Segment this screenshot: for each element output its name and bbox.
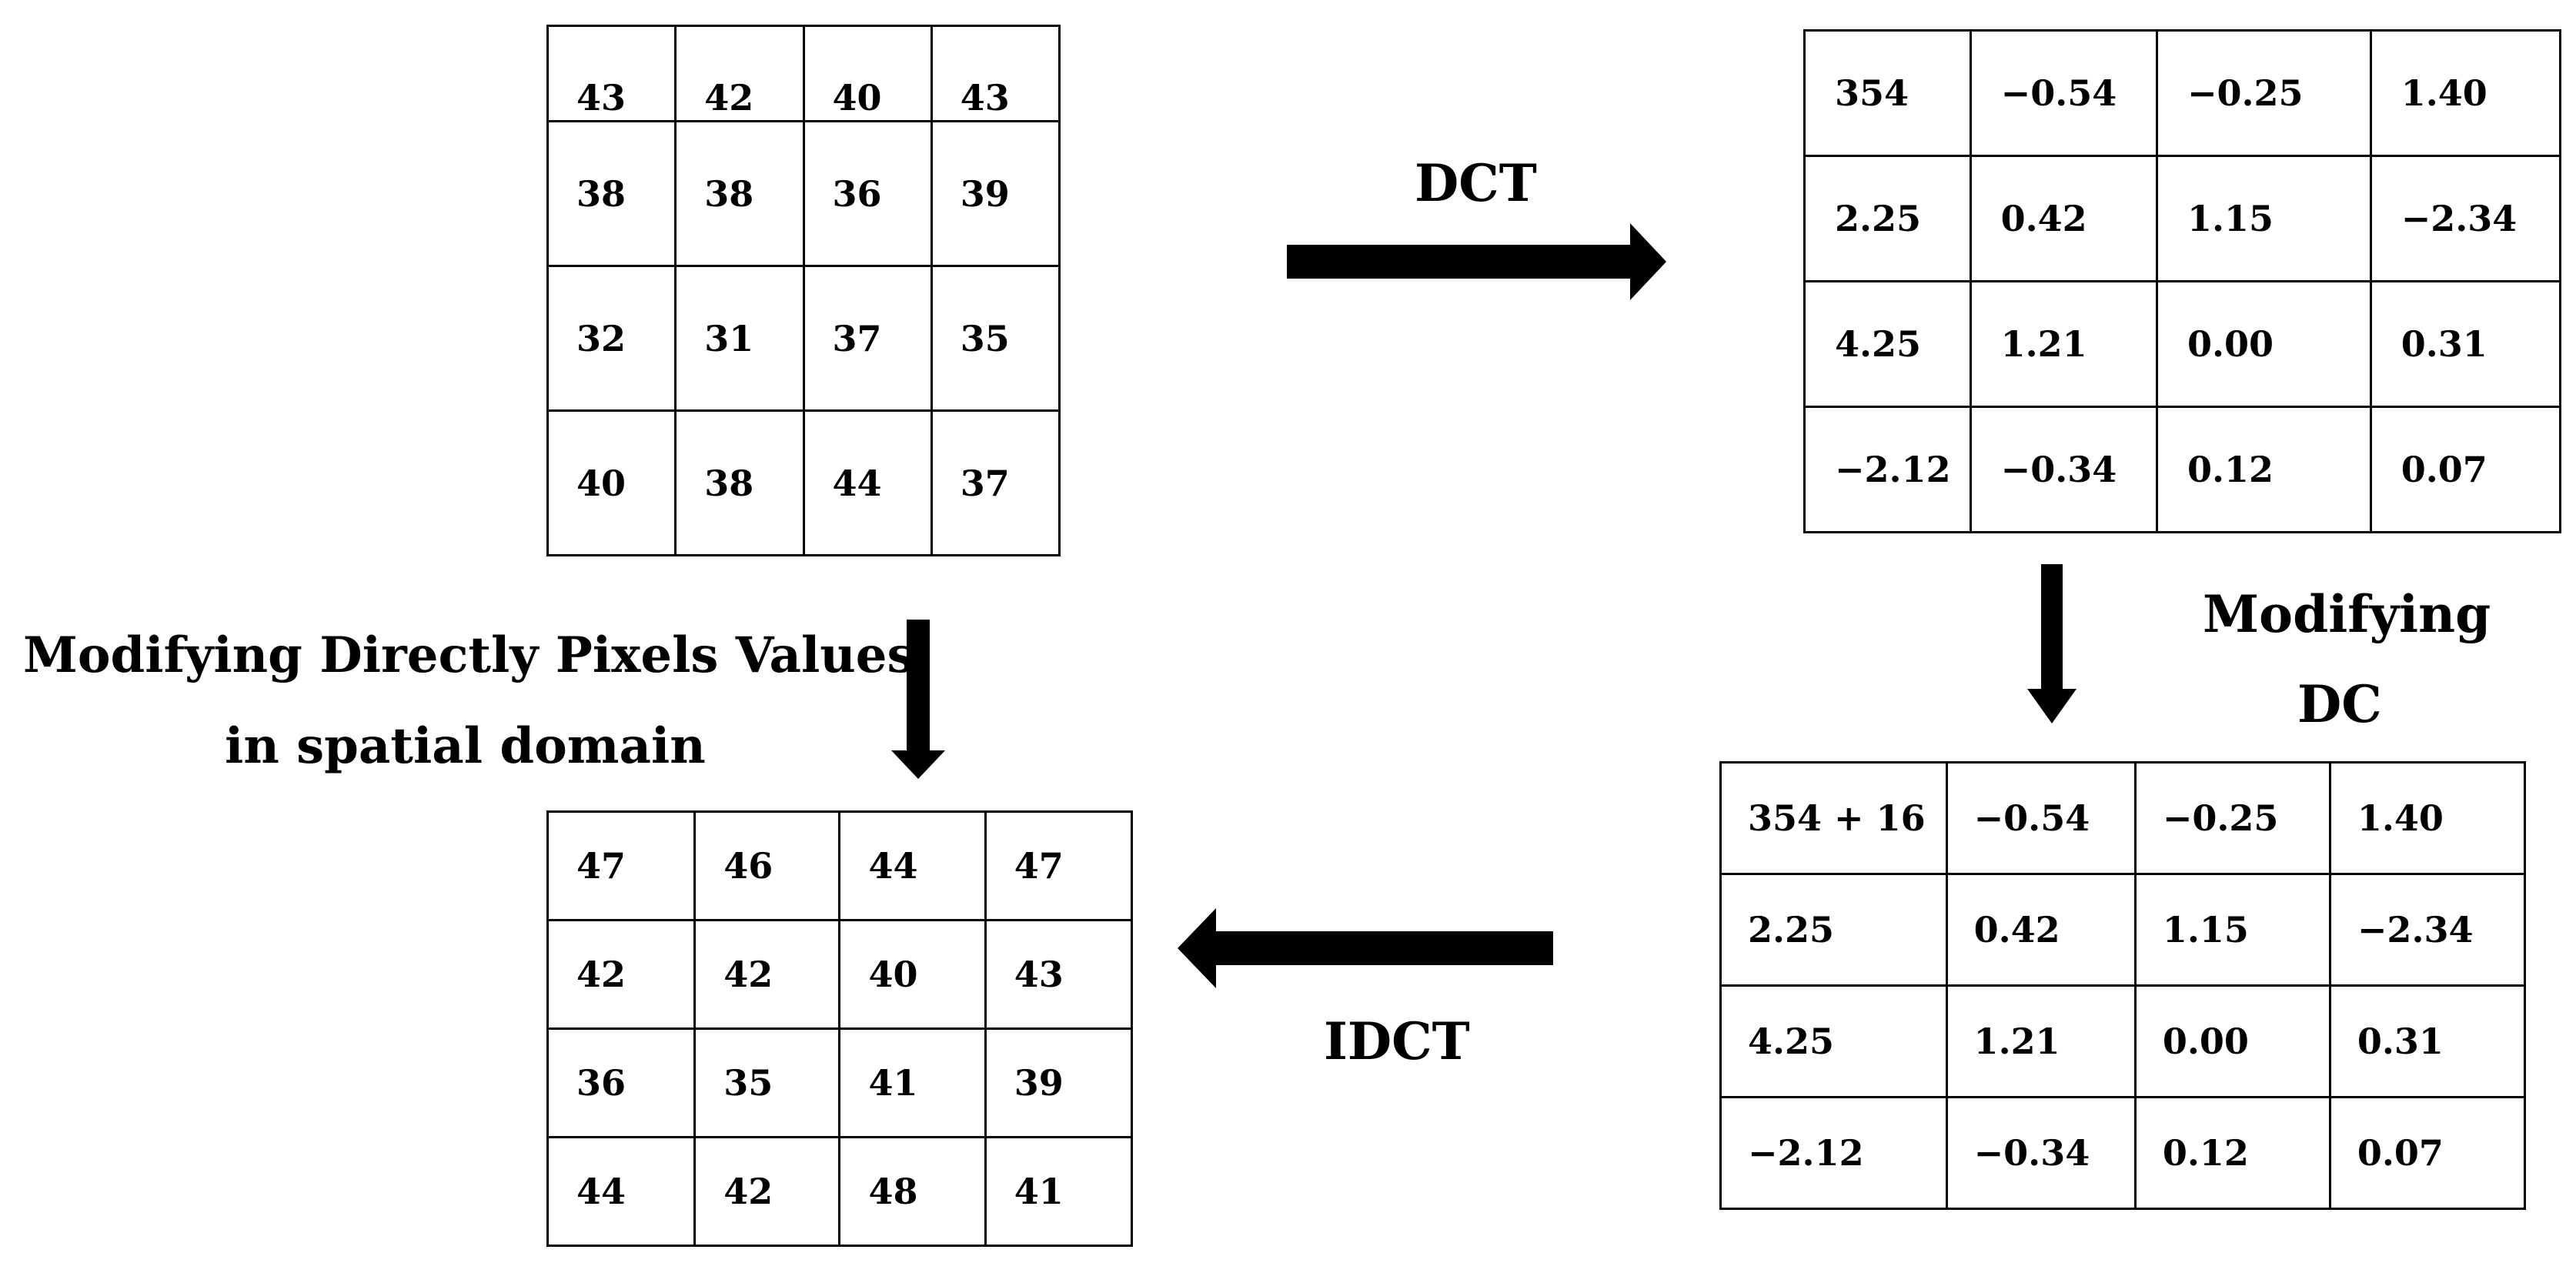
matrix-cell: −2.34 bbox=[2369, 155, 2562, 282]
matrix-cell: 44 bbox=[838, 810, 987, 921]
matrix-cell: −0.34 bbox=[1969, 406, 2158, 533]
matrix-cell: 36 bbox=[802, 120, 933, 267]
matrix-row: 38 38 36 39 bbox=[546, 120, 1061, 267]
matrix-row: 354 + 16 −0.54 −0.25 1.40 bbox=[1719, 761, 2527, 875]
matrix-row: 2.25 0.42 1.15 −2.34 bbox=[1719, 873, 2527, 987]
matrix-cell: 40 bbox=[838, 919, 987, 1030]
matrix-cell: 38 bbox=[674, 409, 805, 556]
matrix-cell: 4.25 bbox=[1719, 984, 1948, 1098]
matrix-cell: −0.25 bbox=[2133, 761, 2331, 875]
matrix-cell: 43 bbox=[546, 25, 677, 122]
matrix-row: 4.25 1.21 0.00 0.31 bbox=[1803, 280, 2562, 408]
matrix-cell: 1.15 bbox=[2155, 155, 2372, 282]
matrix-cell: 1.40 bbox=[2328, 761, 2527, 875]
dct-label: DCT bbox=[1415, 153, 1537, 213]
matrix-cell: 40 bbox=[546, 409, 677, 556]
matrix-cell: 0.31 bbox=[2328, 984, 2527, 1098]
matrix-cell: 0.07 bbox=[2328, 1096, 2527, 1210]
matrix-cell: 41 bbox=[838, 1027, 987, 1138]
matrix-row: 43 42 40 43 bbox=[546, 25, 1061, 122]
spatial-label-line2: in spatial domain bbox=[225, 717, 706, 775]
matrix-cell: 44 bbox=[802, 409, 933, 556]
matrix-cell: 44 bbox=[546, 1136, 697, 1247]
matrix-cell: 2.25 bbox=[1719, 873, 1948, 987]
matrix-cell: 40 bbox=[802, 25, 933, 122]
matrix-cell: 354 + 16 bbox=[1719, 761, 1948, 875]
matrix-cell: 39 bbox=[930, 120, 1061, 267]
matrix-cell: −0.34 bbox=[1945, 1096, 2137, 1210]
matrix-cell: 1.15 bbox=[2133, 873, 2331, 987]
modifying-dc-label-line2: DC bbox=[2297, 674, 2382, 734]
modified-dc-block: 354 + 16 −0.54 −0.25 1.40 2.25 0.42 1.15… bbox=[1719, 761, 2527, 1210]
matrix-cell: −2.12 bbox=[1803, 406, 1972, 533]
matrix-cell: 1.21 bbox=[1969, 280, 2158, 408]
idct-label: IDCT bbox=[1324, 1011, 1470, 1071]
matrix-row: 40 38 44 37 bbox=[546, 409, 1061, 556]
matrix-cell: 4.25 bbox=[1803, 280, 1972, 408]
matrix-cell: 42 bbox=[674, 25, 805, 122]
matrix-cell: 0.31 bbox=[2369, 280, 2562, 408]
matrix-cell: 37 bbox=[802, 265, 933, 412]
matrix-row: 42 42 40 43 bbox=[546, 919, 1134, 1030]
matrix-cell: 0.42 bbox=[1969, 155, 2158, 282]
matrix-cell: 0.07 bbox=[2369, 406, 2562, 533]
original-pixel-block: 43 42 40 43 38 38 36 39 32 31 37 35 40 3… bbox=[546, 25, 1061, 556]
spatial-label-line1: Modifying Directly Pixels Values bbox=[23, 626, 915, 684]
matrix-cell: 354 bbox=[1803, 29, 1972, 157]
matrix-row: 4.25 1.21 0.00 0.31 bbox=[1719, 984, 2527, 1098]
matrix-row: 47 46 44 47 bbox=[546, 810, 1134, 921]
matrix-cell: 37 bbox=[930, 409, 1061, 556]
dct-arrow-icon bbox=[1287, 223, 1666, 300]
matrix-cell: 38 bbox=[674, 120, 805, 267]
matrix-cell: 0.12 bbox=[2155, 406, 2372, 533]
matrix-cell: 41 bbox=[984, 1136, 1134, 1247]
matrix-cell: −0.54 bbox=[1945, 761, 2137, 875]
matrix-cell: 0.00 bbox=[2133, 984, 2331, 1098]
idct-arrow-icon bbox=[1178, 908, 1553, 988]
matrix-cell: 43 bbox=[930, 25, 1061, 122]
matrix-cell: 31 bbox=[674, 265, 805, 412]
matrix-cell: 47 bbox=[984, 810, 1134, 921]
matrix-cell: 35 bbox=[930, 265, 1061, 412]
matrix-row: −2.12 −0.34 0.12 0.07 bbox=[1803, 406, 2562, 533]
matrix-cell: −2.12 bbox=[1719, 1096, 1948, 1210]
matrix-row: −2.12 −0.34 0.12 0.07 bbox=[1719, 1096, 2527, 1210]
matrix-row: 32 31 37 35 bbox=[546, 265, 1061, 412]
result-pixel-block: 47 46 44 47 42 42 40 43 36 35 41 39 44 4… bbox=[546, 810, 1134, 1247]
matrix-cell: 0.42 bbox=[1945, 873, 2137, 987]
matrix-cell: 32 bbox=[546, 265, 677, 412]
modify-dc-arrow-icon bbox=[2027, 564, 2077, 723]
matrix-cell: 0.00 bbox=[2155, 280, 2372, 408]
matrix-cell: 48 bbox=[838, 1136, 987, 1247]
matrix-row: 44 42 48 41 bbox=[546, 1136, 1134, 1247]
matrix-cell: 0.12 bbox=[2133, 1096, 2331, 1210]
matrix-cell: −0.54 bbox=[1969, 29, 2158, 157]
matrix-cell: 43 bbox=[984, 919, 1134, 1030]
matrix-cell: 2.25 bbox=[1803, 155, 1972, 282]
matrix-cell: −0.25 bbox=[2155, 29, 2372, 157]
matrix-cell: 1.40 bbox=[2369, 29, 2562, 157]
matrix-cell: 47 bbox=[546, 810, 697, 921]
matrix-row: 354 −0.54 −0.25 1.40 bbox=[1803, 29, 2562, 157]
matrix-cell: 46 bbox=[693, 810, 841, 921]
matrix-cell: 42 bbox=[546, 919, 697, 1030]
matrix-cell: 42 bbox=[693, 919, 841, 1030]
matrix-cell: 39 bbox=[984, 1027, 1134, 1138]
matrix-cell: 42 bbox=[693, 1136, 841, 1247]
matrix-row: 2.25 0.42 1.15 −2.34 bbox=[1803, 155, 2562, 282]
matrix-cell: 1.21 bbox=[1945, 984, 2137, 1098]
matrix-cell: 35 bbox=[693, 1027, 841, 1138]
modifying-dc-label-line1: Modifying bbox=[2203, 584, 2491, 644]
matrix-cell: −2.34 bbox=[2328, 873, 2527, 987]
matrix-row: 36 35 41 39 bbox=[546, 1027, 1134, 1138]
matrix-cell: 36 bbox=[546, 1027, 697, 1138]
matrix-cell: 38 bbox=[546, 120, 677, 267]
dct-coefficient-block: 354 −0.54 −0.25 1.40 2.25 0.42 1.15 −2.3… bbox=[1803, 29, 2562, 533]
